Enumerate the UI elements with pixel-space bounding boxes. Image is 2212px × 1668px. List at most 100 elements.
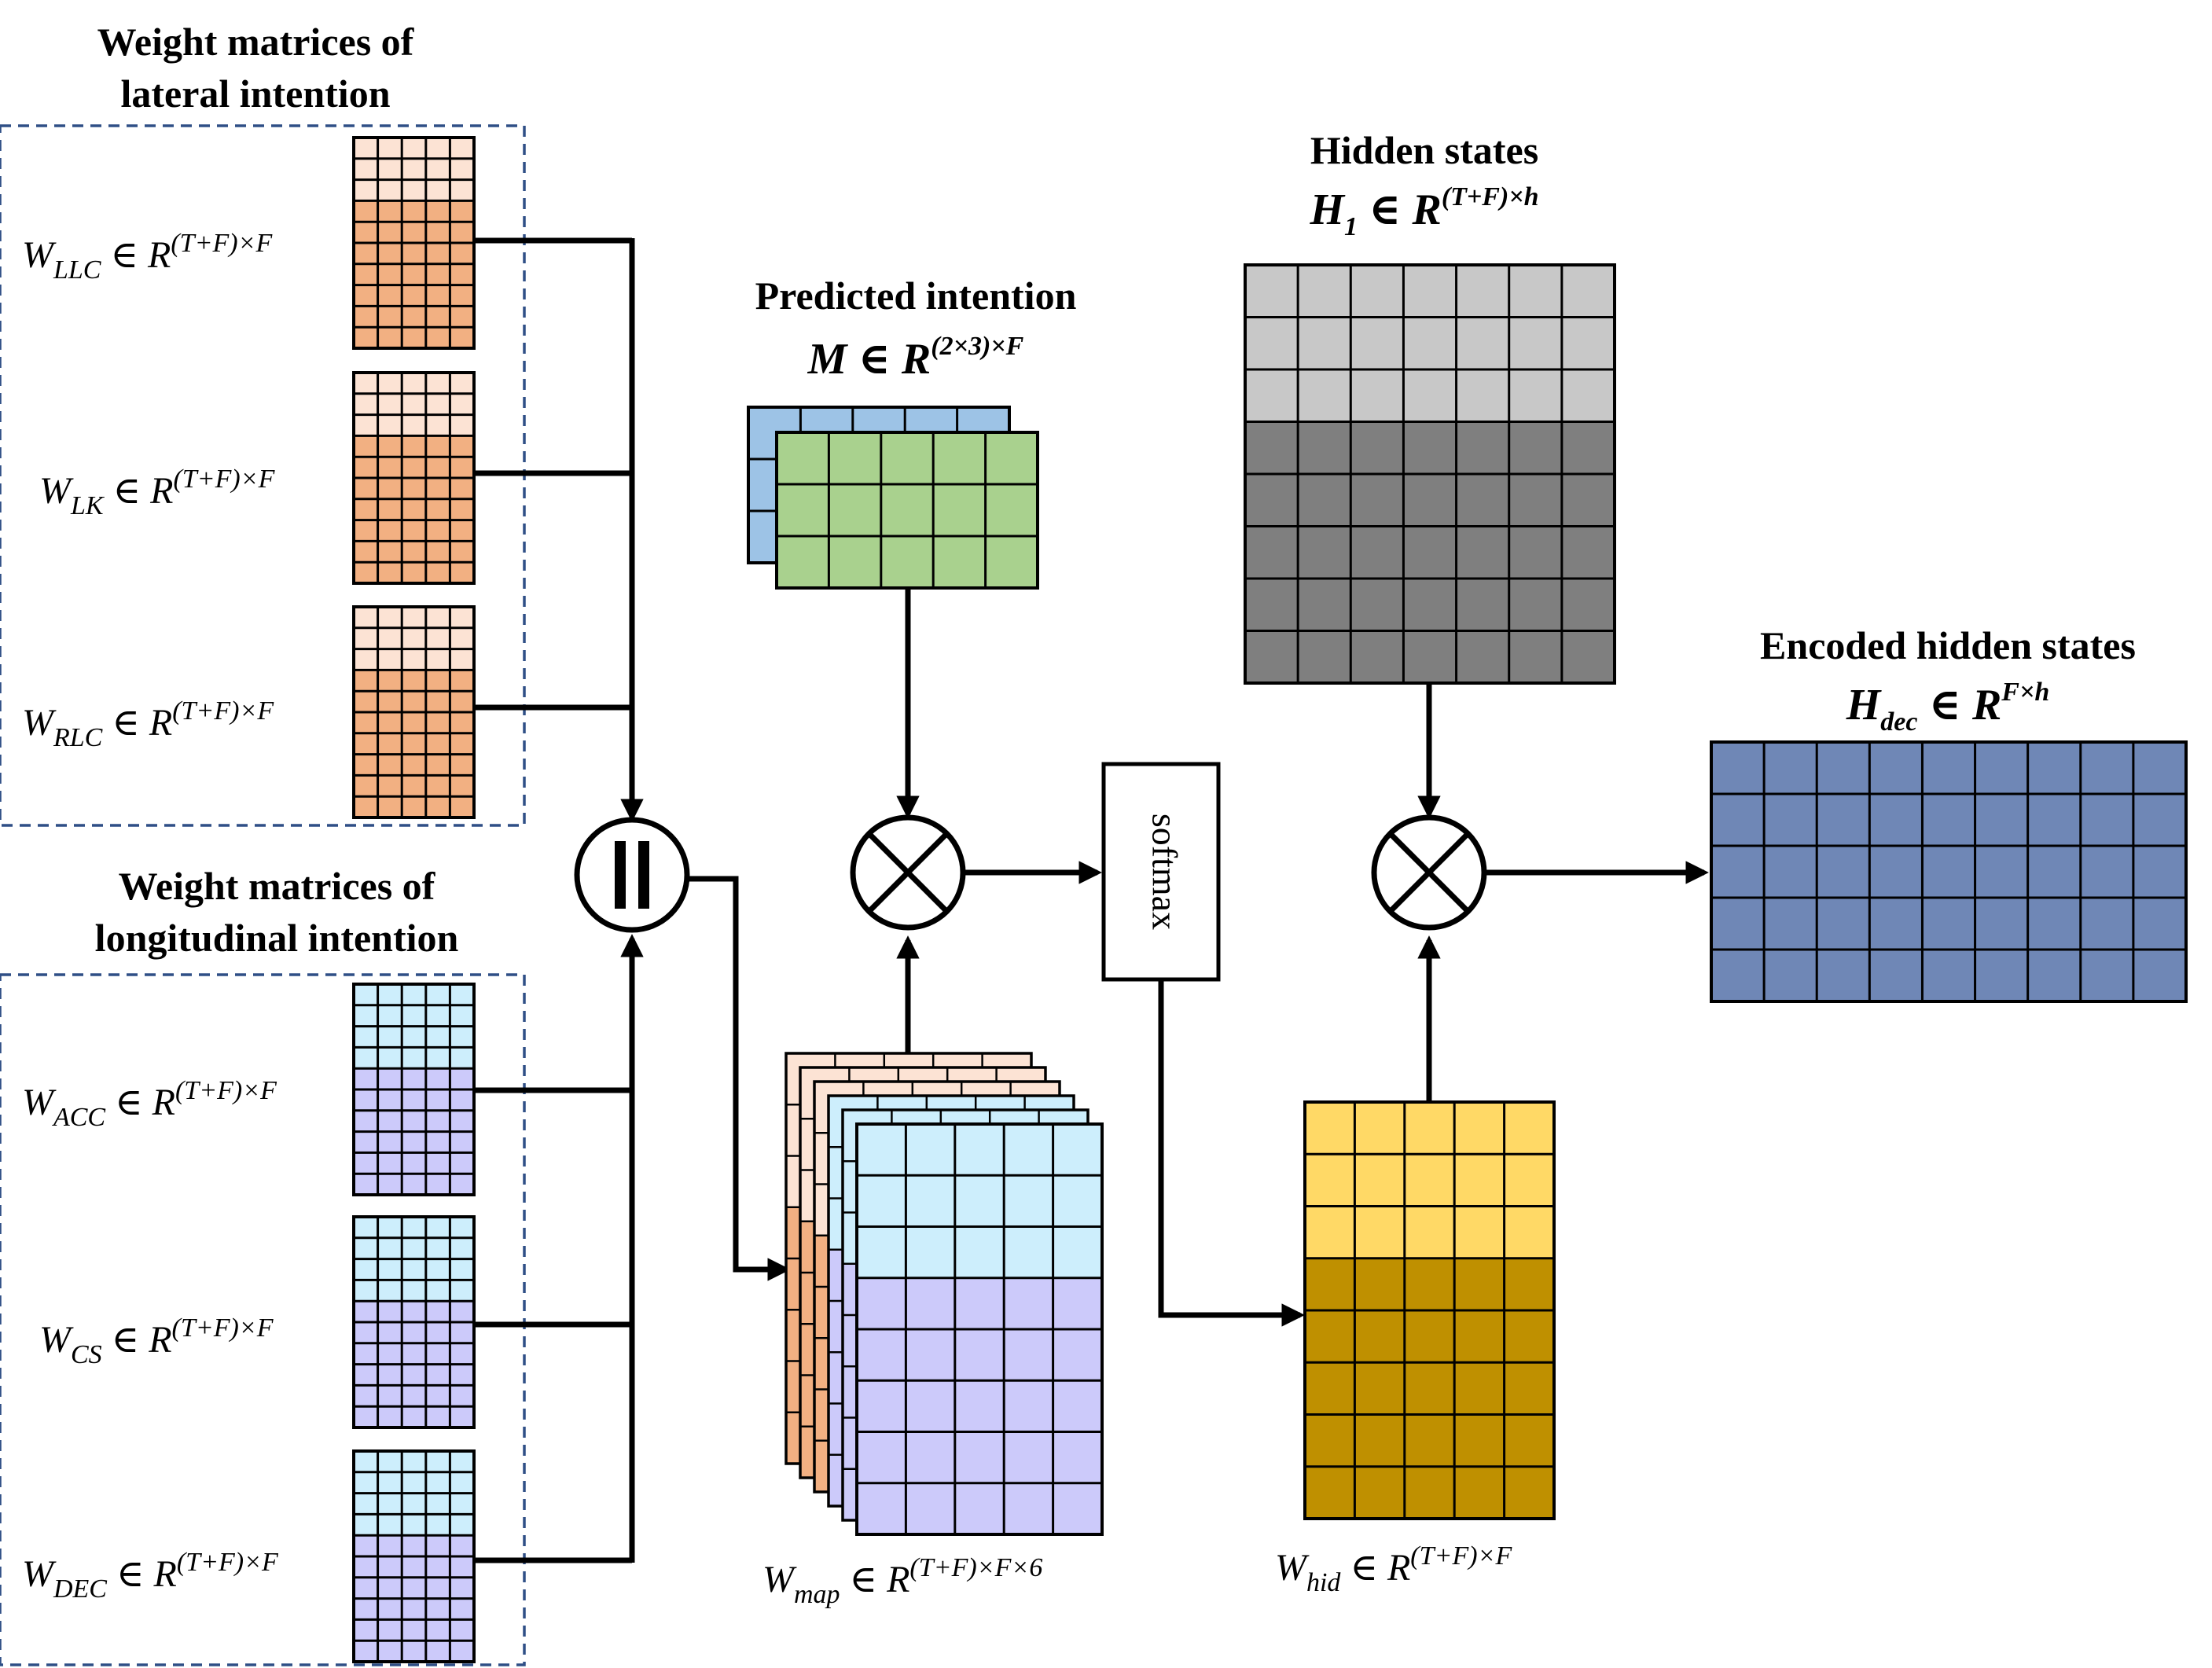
- lateral-matrix-1-row: [354, 393, 474, 415]
- long-matrix-2-row: [354, 1471, 474, 1493]
- svg-text:WCS ∈ R(T+F)×F: WCS ∈ R(T+F)×F: [39, 1313, 274, 1369]
- longitudinal-frame: [0, 973, 526, 1666]
- svg-text:WRLC ∈ R(T+F)×F: WRLC ∈ R(T+F)×F: [22, 696, 274, 752]
- lateral-matrix-2: [352, 605, 476, 819]
- lat-sup-1: (T+F)×F: [173, 465, 275, 494]
- predicted-intention: Predicted intention M ∈ R(2×3)×F: [747, 274, 1077, 590]
- wmap-layer-5-row: [857, 1124, 1102, 1176]
- map-sup: (T+F)×F×6: [909, 1553, 1042, 1582]
- hidden-formula: H1 ∈ R(T+F)×h: [1309, 182, 1538, 241]
- long-matrix-0-row: [354, 984, 474, 1005]
- hidden-states-grid-row: [1245, 265, 1615, 318]
- long-matrix-0-row: [354, 1110, 474, 1132]
- hidden-states-grid-row: [1245, 317, 1615, 369]
- long-matrix-2-row: [354, 1535, 474, 1556]
- lateral-matrix-0-row: [354, 306, 474, 328]
- lon-sym-2: W: [22, 1553, 57, 1595]
- encoded-grid-row: [1711, 898, 2186, 950]
- whid-label: Whid ∈ R(T+F)×F: [1275, 1541, 1513, 1597]
- map-sym: W: [762, 1559, 797, 1600]
- predicted-front-matrix: [775, 431, 1039, 590]
- hidden-states-grid-row: [1245, 630, 1615, 683]
- wmap-layer-5-row: [857, 1226, 1102, 1278]
- lat-rel-1: ∈ R: [104, 470, 174, 512]
- whid-grid-row: [1305, 1102, 1554, 1155]
- multiply-operator-1: [850, 814, 966, 931]
- long-matrix-2-row: [354, 1577, 474, 1599]
- whid-sym: W: [1275, 1547, 1310, 1589]
- long-matrix-0-row: [354, 1026, 474, 1048]
- whid-rel: ∈ R: [1340, 1547, 1410, 1589]
- predicted-title: Predicted intention: [755, 274, 1077, 318]
- lat-sub-0: LLC: [53, 255, 101, 285]
- lateral-matrix-2-row: [354, 670, 474, 692]
- whid-grid-row: [1305, 1258, 1554, 1310]
- wmap-label: Wmap ∈ R(T+F)×F×6: [762, 1553, 1042, 1609]
- encoded-grid-border: [1710, 740, 2188, 1003]
- encoded-grid-row: [1711, 794, 2186, 846]
- wmap-matrices: [784, 1052, 1104, 1536]
- long-matrix-2-border: [352, 1449, 476, 1663]
- whid-grid: [1303, 1100, 1556, 1520]
- encoded-hidden-states: Encoded hidden states Hdec ∈ RF×h: [1710, 623, 2188, 1003]
- long-matrix-0-row: [354, 1152, 474, 1174]
- longitudinal-title-line1: Weight matrices of: [119, 864, 436, 908]
- connectors: [474, 237, 1709, 1563]
- lat-rel-0: ∈ R: [101, 234, 171, 276]
- predicted-front-matrix-border: [775, 431, 1039, 590]
- predicted-front-matrix-row: [777, 536, 1038, 588]
- long-matrix-1-row: [354, 1385, 474, 1407]
- pred-sup: (2×3)×F: [931, 332, 1023, 361]
- hid-state-sub: 1: [1344, 212, 1358, 241]
- lateral-title-line1: Weight matrices of: [97, 20, 415, 64]
- whid-sup: (T+F)×F: [1410, 1541, 1512, 1571]
- longitudinal-title-line2: longitudinal intention: [95, 916, 459, 960]
- lateral-matrix-2-row: [354, 775, 474, 797]
- long-matrix-1-row: [354, 1258, 474, 1280]
- whid-sub: hid: [1306, 1568, 1341, 1597]
- lon-sub-2: DEC: [53, 1574, 107, 1604]
- enc-sup: F×h: [2001, 678, 2049, 707]
- lateral-matrix-0-row: [354, 158, 474, 180]
- lateral-matrix-2-row: [354, 754, 474, 776]
- lateral-matrix-1-row: [354, 457, 474, 478]
- hidden-states-grid-row: [1245, 526, 1615, 579]
- lateral-matrix-2-row: [354, 648, 474, 671]
- hid-state-sup: (T+F)×h: [1442, 182, 1539, 211]
- long-label-1: WCS ∈ R(T+F)×F: [39, 1313, 274, 1369]
- svg-text:WLK ∈ R(T+F)×F: WLK ∈ R(T+F)×F: [39, 465, 276, 520]
- long-matrix-0-row: [354, 1174, 474, 1195]
- enc-rel: ∈ R: [1917, 681, 2001, 729]
- lateral-matrix-2-row: [354, 796, 474, 817]
- lon-sup-1: (T+F)×F: [172, 1313, 274, 1343]
- long-matrix-0-row: [354, 1005, 474, 1027]
- long-matrix-2-row: [354, 1451, 474, 1472]
- whid-matrix: [1303, 1100, 1556, 1520]
- enc-sub: dec: [1880, 707, 1917, 737]
- whid-grid-row: [1305, 1466, 1554, 1519]
- long-matrix-2-row: [354, 1556, 474, 1578]
- predicted-front-matrix-row: [777, 432, 1038, 484]
- lateral-matrix-0-row: [354, 243, 474, 264]
- hid-state-sym: H: [1309, 186, 1345, 234]
- whid-grid-row: [1305, 1154, 1554, 1207]
- lateral-matrix-1-row: [354, 520, 474, 542]
- wmap-layer-5-row: [857, 1431, 1102, 1483]
- softmax-label: softmax: [1145, 814, 1185, 930]
- lon-rel-2: ∈ R: [107, 1553, 177, 1595]
- softmax-box: [1101, 762, 1221, 982]
- lateral-matrix-1: [352, 371, 476, 585]
- lateral-matrix-2-row: [354, 733, 474, 755]
- otimes-cross-b-2: [1388, 832, 1470, 913]
- lateral-matrix-1-row: [354, 478, 474, 499]
- longitudinal-matrices: [352, 983, 476, 1663]
- predicted-matrices: [747, 406, 1039, 590]
- long-matrix-0-row: [354, 1089, 474, 1111]
- lateral-label-2: WRLC ∈ R(T+F)×F: [22, 696, 274, 752]
- hidden-states-grid-row: [1245, 369, 1615, 422]
- whid-grid-row: [1305, 1206, 1554, 1258]
- arrow-softmax-to-hid: [1158, 980, 1305, 1327]
- lateral-matrix-1-row: [354, 414, 474, 436]
- lateral-matrix-1-row: [354, 373, 474, 394]
